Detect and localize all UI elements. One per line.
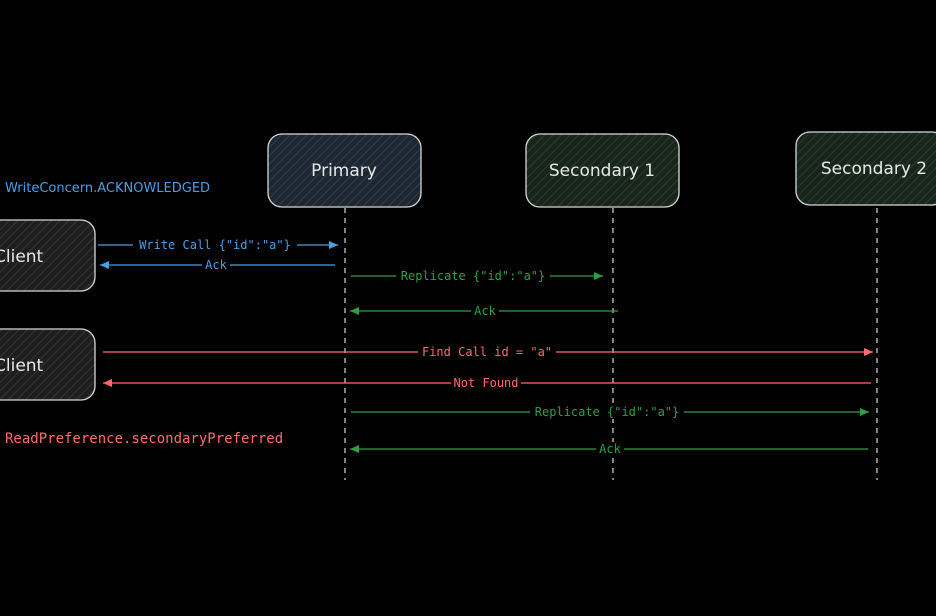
- primary-node-label: Primary: [311, 161, 377, 181]
- not-found-label: Not Found: [453, 376, 518, 390]
- write-concern-annotation: WriteConcern.ACKNOWLEDGED: [5, 181, 210, 196]
- secondary1-node-label: Secondary 1: [549, 161, 655, 181]
- find-call-message: Find Call id = "a": [103, 344, 873, 359]
- ack-s2-message: Ack: [350, 442, 868, 456]
- client-bottom-label: Client: [0, 356, 44, 376]
- write-call-message: Write Call {"id":"a"}: [98, 237, 338, 252]
- replicate-s2-message: Replicate {"id":"a"}: [351, 404, 869, 419]
- not-found-message: Not Found: [103, 376, 871, 390]
- secondary2-node-label: Secondary 2: [821, 159, 927, 179]
- write-call-label: Write Call {"id":"a"}: [139, 238, 291, 252]
- secondary1-node: Secondary 1: [525, 133, 680, 208]
- find-call-label: Find Call id = "a": [422, 345, 552, 359]
- secondary2-node: Secondary 2: [795, 131, 936, 206]
- client-bottom-node: Client: [0, 328, 96, 401]
- replicate-s2-label: Replicate {"id":"a"}: [535, 405, 680, 419]
- read-preference-annotation: ReadPreference.secondaryPreferred: [5, 431, 283, 447]
- client-top-label: Client: [0, 247, 44, 267]
- write-ack-label: Ack: [205, 258, 227, 272]
- replicate-s1-message: Replicate {"id":"a"}: [351, 268, 603, 283]
- client-top-node: Client: [0, 219, 96, 292]
- primary-node: Primary: [267, 133, 422, 208]
- ack-s1-message: Ack: [350, 304, 618, 318]
- ack-s2-label: Ack: [599, 442, 621, 456]
- replicate-s1-label: Replicate {"id":"a"}: [401, 269, 546, 283]
- write-ack-message: Ack: [100, 258, 335, 272]
- ack-s1-label: Ack: [474, 304, 496, 318]
